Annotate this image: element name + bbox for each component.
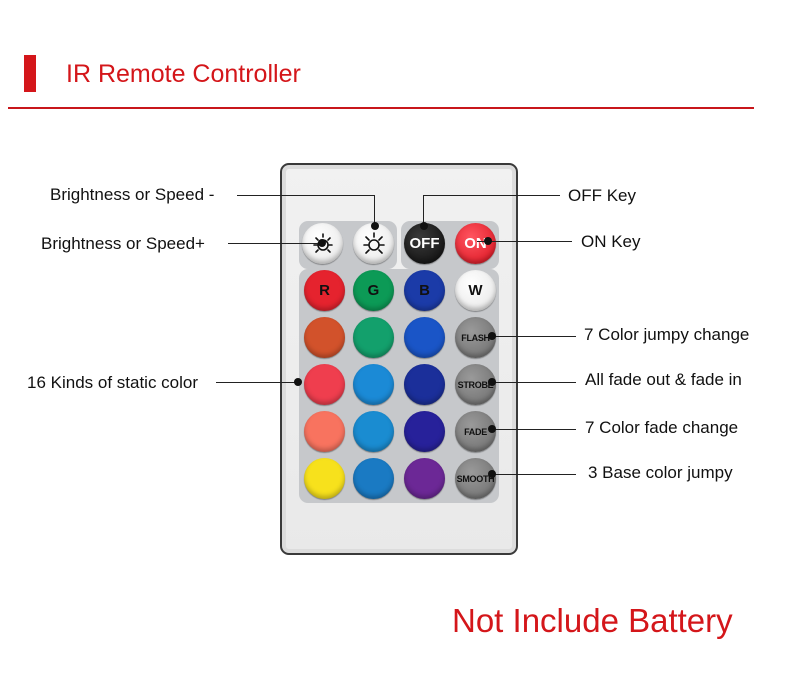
color-button[interactable] [353, 364, 394, 405]
callout-line [237, 195, 375, 196]
callout-dot [420, 222, 428, 230]
color-button[interactable] [304, 364, 345, 405]
smooth-button[interactable]: SMOOTH [455, 458, 496, 499]
callout-line [374, 195, 375, 225]
color-button[interactable] [304, 411, 345, 452]
battery-note: Not Include Battery [452, 602, 733, 639]
callout-dot [488, 332, 496, 340]
callout-line [423, 195, 424, 225]
callout-line [492, 336, 576, 337]
header-accent-bar [24, 55, 36, 92]
fade-label: 7 Color fade change [585, 418, 739, 437]
color-button[interactable] [404, 317, 445, 358]
smooth-label: 3 Base color jumpy [588, 463, 733, 482]
callout-dot [488, 378, 496, 386]
remote-controller: OFF ON R G B W FLASH STROBE FADE SMOOTH [280, 163, 518, 555]
callout-dot [488, 470, 496, 478]
callout-line [216, 382, 299, 383]
callout-line [492, 382, 576, 383]
static-color-label: 16 Kinds of static color [27, 373, 199, 392]
callout-dot [371, 222, 379, 230]
callout-line [228, 243, 322, 244]
callout-dot [318, 239, 326, 247]
header-divider [8, 107, 754, 109]
green-button[interactable]: G [353, 270, 394, 311]
color-button[interactable] [404, 458, 445, 499]
blue-button[interactable]: B [404, 270, 445, 311]
color-button[interactable] [353, 411, 394, 452]
red-button[interactable]: R [304, 270, 345, 311]
off-key-label: OFF Key [568, 186, 637, 205]
color-button[interactable] [304, 458, 345, 499]
on-key-label: ON Key [581, 232, 641, 251]
callout-dot [484, 237, 492, 245]
callout-line [492, 429, 576, 430]
brightness-plus-label: Brightness or Speed+ [41, 234, 205, 253]
color-button[interactable] [404, 364, 445, 405]
strobe-label: All fade out & fade in [585, 370, 742, 389]
color-button[interactable] [353, 458, 394, 499]
color-button[interactable] [304, 317, 345, 358]
callout-line [423, 195, 560, 196]
callout-dot [488, 425, 496, 433]
brightness-minus-label: Brightness or Speed - [50, 185, 215, 204]
white-button[interactable]: W [455, 270, 496, 311]
color-button[interactable] [404, 411, 445, 452]
callout-line [477, 241, 572, 242]
callout-line [492, 474, 576, 475]
brightness-up-icon [362, 231, 385, 254]
page-title: IR Remote Controller [66, 60, 301, 88]
color-button[interactable] [353, 317, 394, 358]
callout-dot [294, 378, 302, 386]
flash-label: 7 Color jumpy change [584, 325, 750, 344]
